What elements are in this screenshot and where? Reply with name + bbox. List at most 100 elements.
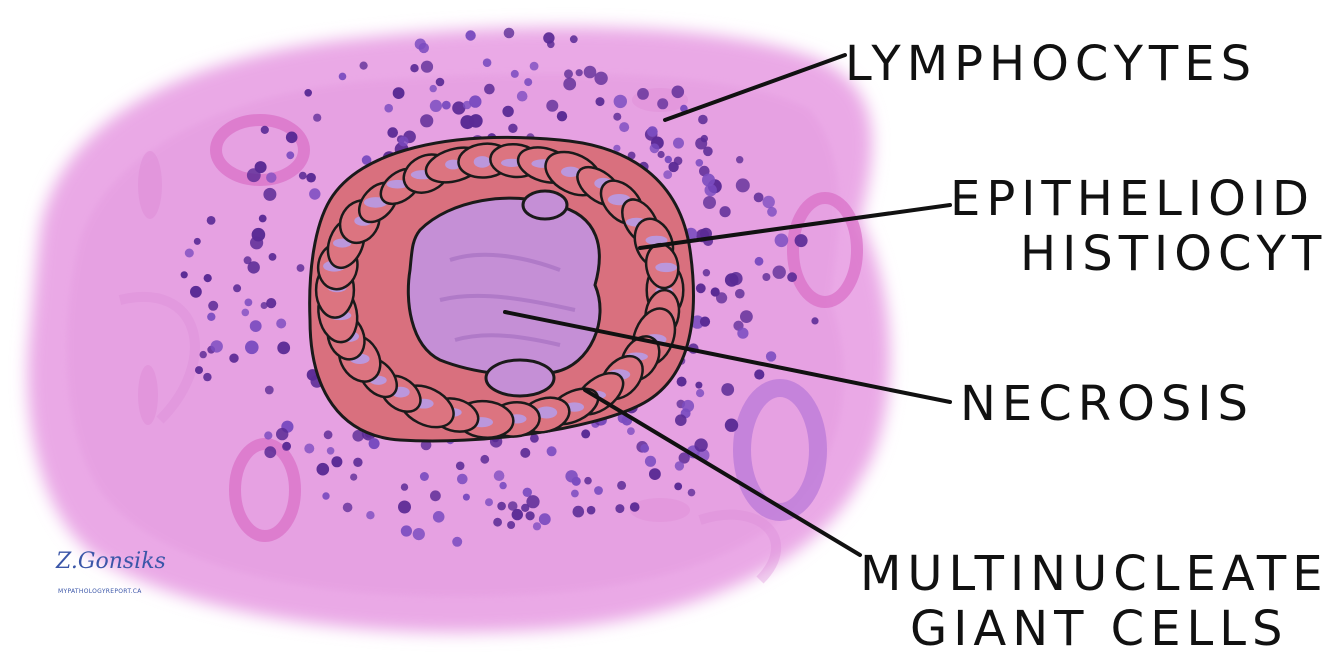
lymphocyte [195, 366, 203, 374]
lymphocyte [502, 106, 513, 117]
lymphocyte [366, 511, 374, 519]
lymphocyte [557, 111, 567, 121]
lymphocyte [306, 173, 316, 183]
lymphocyte [286, 132, 298, 144]
lymphocyte [317, 463, 330, 476]
signature-name: Z.Gonsiks [55, 549, 166, 574]
lymphocyte [696, 159, 704, 167]
lymphocyte [773, 266, 786, 279]
lymphocyte [269, 253, 277, 261]
lymphocyte [499, 482, 506, 489]
lymphocyte [480, 455, 489, 464]
lymphocyte [665, 156, 672, 163]
lymphocyte [526, 495, 539, 508]
label-giant-line1: MULTINUCLEATED [860, 546, 1323, 602]
lymphocyte [181, 271, 188, 278]
lymphocyte [613, 113, 621, 121]
label-lymphocytes: LYMPHOCYTES [845, 36, 1257, 92]
lymphocyte [571, 490, 579, 498]
lymphocyte [255, 161, 267, 173]
signature-url: MYPATHOLOGYREPORT.CA [58, 588, 142, 595]
lymphocyte [696, 283, 706, 293]
lymphocyte [675, 414, 687, 426]
lymphocyte [436, 78, 445, 87]
lymphocyte [576, 69, 583, 76]
lymphocyte [587, 506, 596, 515]
lymphocyte [766, 351, 776, 361]
lymphocyte [420, 472, 429, 481]
lymphocyte [211, 340, 223, 352]
lymphocyte [460, 115, 474, 129]
lymphocyte [725, 419, 738, 432]
lymphocyte [775, 234, 789, 248]
lymphocyte [493, 518, 502, 527]
lymphocyte [720, 206, 731, 217]
lymphocyte [299, 172, 307, 180]
lymphocyte [393, 87, 405, 99]
lymphocyte [736, 156, 743, 163]
lymphocyte [581, 429, 590, 438]
lymphocyte [563, 78, 576, 91]
lymphocyte [245, 299, 253, 307]
lymphocyte [360, 62, 368, 70]
lymphocyte [511, 70, 519, 78]
lymphocyte [327, 447, 335, 455]
lymphocyte [276, 428, 288, 440]
label-epithelioid-line2: HISTIOCYTES [1020, 226, 1323, 282]
lymphocyte [584, 477, 592, 485]
lymphocyte [564, 69, 573, 78]
lymphocyte [250, 320, 262, 332]
lymphocyte [698, 115, 708, 125]
lymphocyte [573, 506, 585, 518]
label-necrosis: NECROSIS [960, 376, 1254, 432]
lymphocyte [649, 468, 661, 480]
label-giant-line2: GIANT CELLS [910, 601, 1288, 654]
lymphocyte [200, 351, 207, 358]
lymphocyte [185, 249, 194, 258]
lymphocyte [565, 470, 577, 482]
lymphocyte [286, 151, 294, 159]
lymphocyte [384, 104, 393, 113]
lymphocyte [309, 188, 320, 199]
lymphocyte [420, 114, 433, 127]
lymphocyte [740, 310, 753, 323]
lymphocyte [456, 462, 465, 471]
lymphocyte [265, 386, 274, 395]
lymphocyte [570, 35, 578, 43]
lymphocyte [430, 85, 437, 92]
lymphocyte [282, 442, 291, 451]
lymphocyte [398, 136, 408, 146]
lymphocyte [469, 95, 481, 107]
lymphocyte [696, 389, 704, 397]
lymphocyte [721, 383, 734, 396]
lymphocyte [276, 319, 286, 329]
lymphocyte [413, 528, 425, 540]
lymphocyte [343, 503, 353, 513]
lymphocyte [630, 502, 640, 512]
lymphocyte [233, 284, 241, 292]
lymphocyte [617, 481, 626, 490]
lymphocyte [252, 228, 266, 242]
lymphocyte [517, 91, 528, 102]
lymphocyte [811, 317, 818, 324]
lymphocyte [674, 483, 682, 491]
lymphocyte [673, 138, 684, 149]
lymphocyte [264, 446, 276, 458]
lymphocyte [637, 88, 649, 100]
lymphocyte [668, 162, 678, 172]
lymphocyte [190, 286, 202, 298]
lymphocyte [695, 382, 702, 389]
lymphocyte [675, 461, 684, 470]
lymphocyte [736, 178, 750, 192]
lymphocyte [313, 114, 321, 122]
lymphocyte [688, 489, 696, 497]
lymphocyte [350, 474, 357, 481]
lymphocyte [507, 521, 515, 529]
lymphocyte [594, 486, 603, 495]
lymphocyte [410, 64, 418, 72]
lymphocyte [520, 448, 530, 458]
lymphocyte [705, 184, 717, 196]
lymphocyte [524, 78, 532, 86]
lymphocyte [207, 313, 215, 321]
lymphocyte [640, 444, 649, 453]
